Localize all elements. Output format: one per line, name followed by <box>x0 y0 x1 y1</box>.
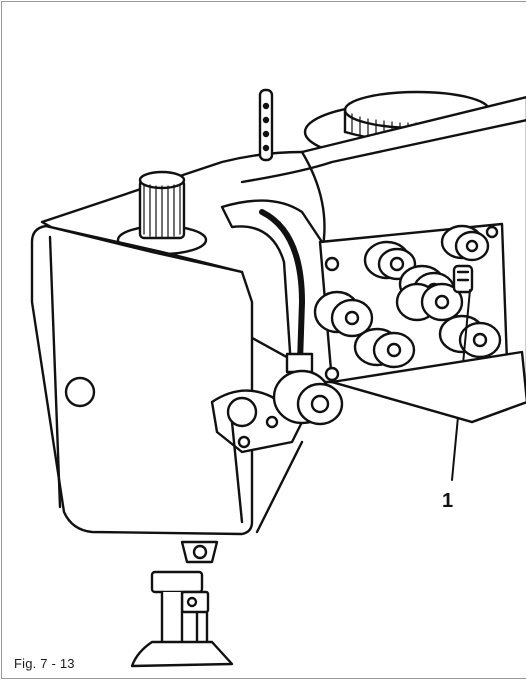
tension-knob-6 <box>353 327 416 369</box>
tension-knob-5 <box>395 282 464 322</box>
machine-head <box>30 224 254 536</box>
callout-label-1: 1 <box>442 490 454 512</box>
needle-rod <box>258 88 274 162</box>
tension-knob-7 <box>438 314 502 359</box>
thread-guide <box>452 264 474 294</box>
figure-caption: Fig. 7 - 13 <box>14 656 75 671</box>
tension-knob-4 <box>313 290 374 338</box>
head-cover-screw <box>64 376 96 408</box>
tension-knob-2 <box>440 224 490 262</box>
tension-knobs <box>313 224 502 369</box>
needle-bar <box>150 540 219 659</box>
presser-foot <box>130 640 234 668</box>
